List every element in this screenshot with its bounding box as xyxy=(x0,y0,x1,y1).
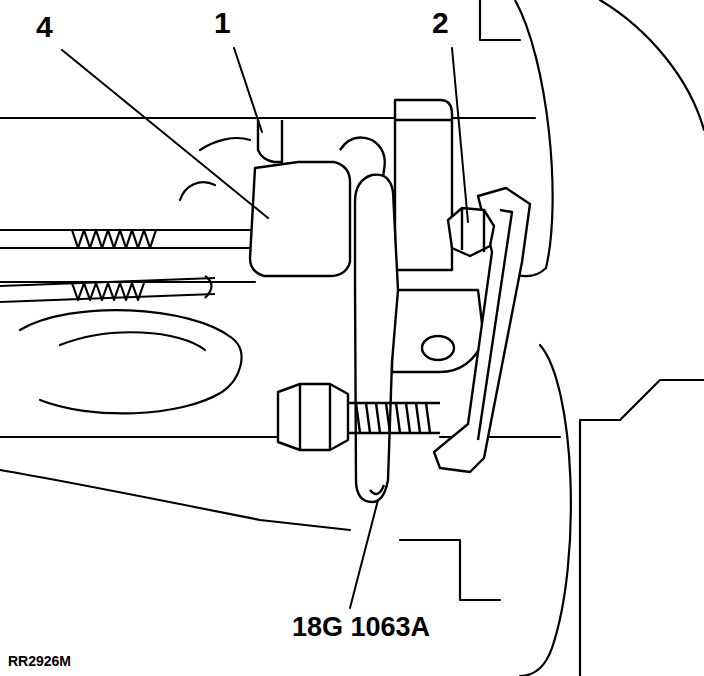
tool-hole xyxy=(422,336,454,360)
screw-head xyxy=(300,384,330,450)
screw-head xyxy=(278,384,348,450)
body-outline xyxy=(200,138,250,150)
tyre-outline xyxy=(600,0,704,130)
ball-joint-housing xyxy=(250,162,350,276)
steering-arm xyxy=(395,100,452,270)
steering-arm xyxy=(395,119,452,121)
tool-plate xyxy=(370,485,384,494)
rod-thread xyxy=(72,283,144,300)
leader-lines xyxy=(62,48,468,608)
tool-plate xyxy=(355,175,398,502)
castle-nut xyxy=(462,208,484,252)
rod-thread xyxy=(72,230,156,248)
callout-number: 4 xyxy=(36,12,53,42)
track-rods xyxy=(0,230,252,302)
tyre-outline xyxy=(520,345,571,676)
tool-number: 18G 1063A xyxy=(292,614,430,641)
leader-line xyxy=(350,500,378,608)
body-outline xyxy=(180,182,215,200)
tool-jaw xyxy=(434,188,530,472)
frame-line xyxy=(0,117,535,119)
leader-line xyxy=(452,48,468,222)
callout-number: 2 xyxy=(432,8,449,38)
wheel-arch xyxy=(480,0,520,40)
wheel-arch xyxy=(580,380,704,676)
spring-seat xyxy=(60,332,205,350)
axle-outline xyxy=(0,470,350,530)
screw-thread xyxy=(356,403,430,433)
castle-nut xyxy=(448,208,494,256)
rod-end xyxy=(205,276,212,298)
figure-reference: RR2926M xyxy=(8,654,71,668)
forcing-screw xyxy=(348,403,440,433)
ball-joint xyxy=(250,100,452,276)
ball-joint-pin xyxy=(258,120,282,162)
callout-number: 1 xyxy=(214,8,231,38)
leader-line xyxy=(62,50,268,218)
leader-line xyxy=(234,48,262,132)
nut xyxy=(448,208,494,256)
track-rod xyxy=(0,278,215,302)
tool-body xyxy=(392,290,484,372)
track-rod xyxy=(0,230,252,248)
extractor-tool xyxy=(278,175,530,502)
spring-seat xyxy=(20,310,241,413)
hub-outline xyxy=(400,540,500,600)
